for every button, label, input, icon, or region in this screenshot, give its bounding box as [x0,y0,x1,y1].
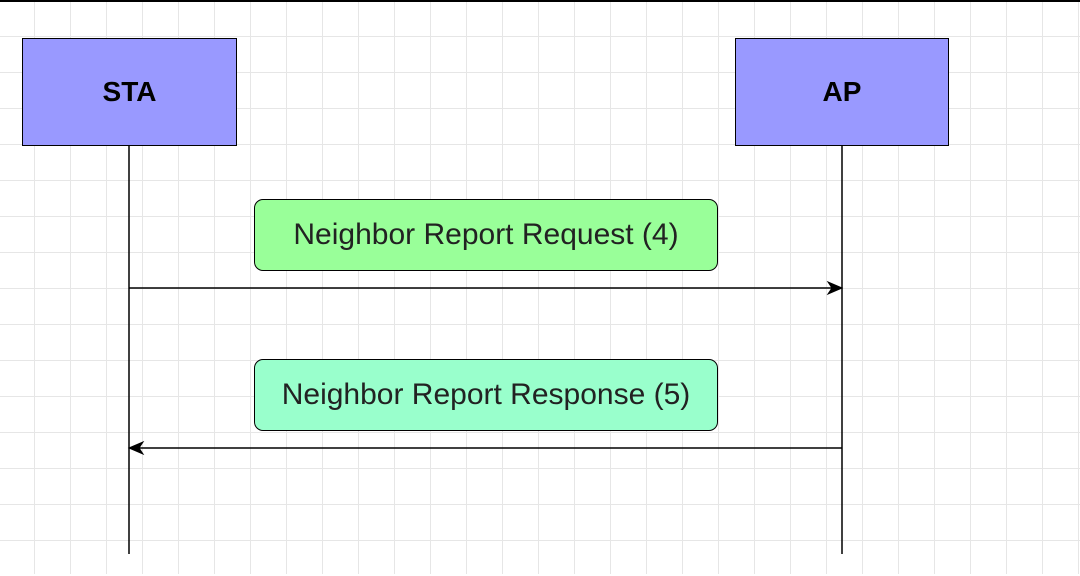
message-label-request[interactable]: Neighbor Report Request (4) [254,199,718,271]
response-arrowhead [127,440,145,456]
request-arrowhead [826,280,844,296]
actor-sta[interactable]: STA [22,38,237,146]
actor-ap[interactable]: AP [735,38,949,146]
message-label-response[interactable]: Neighbor Report Response (5) [254,359,718,431]
